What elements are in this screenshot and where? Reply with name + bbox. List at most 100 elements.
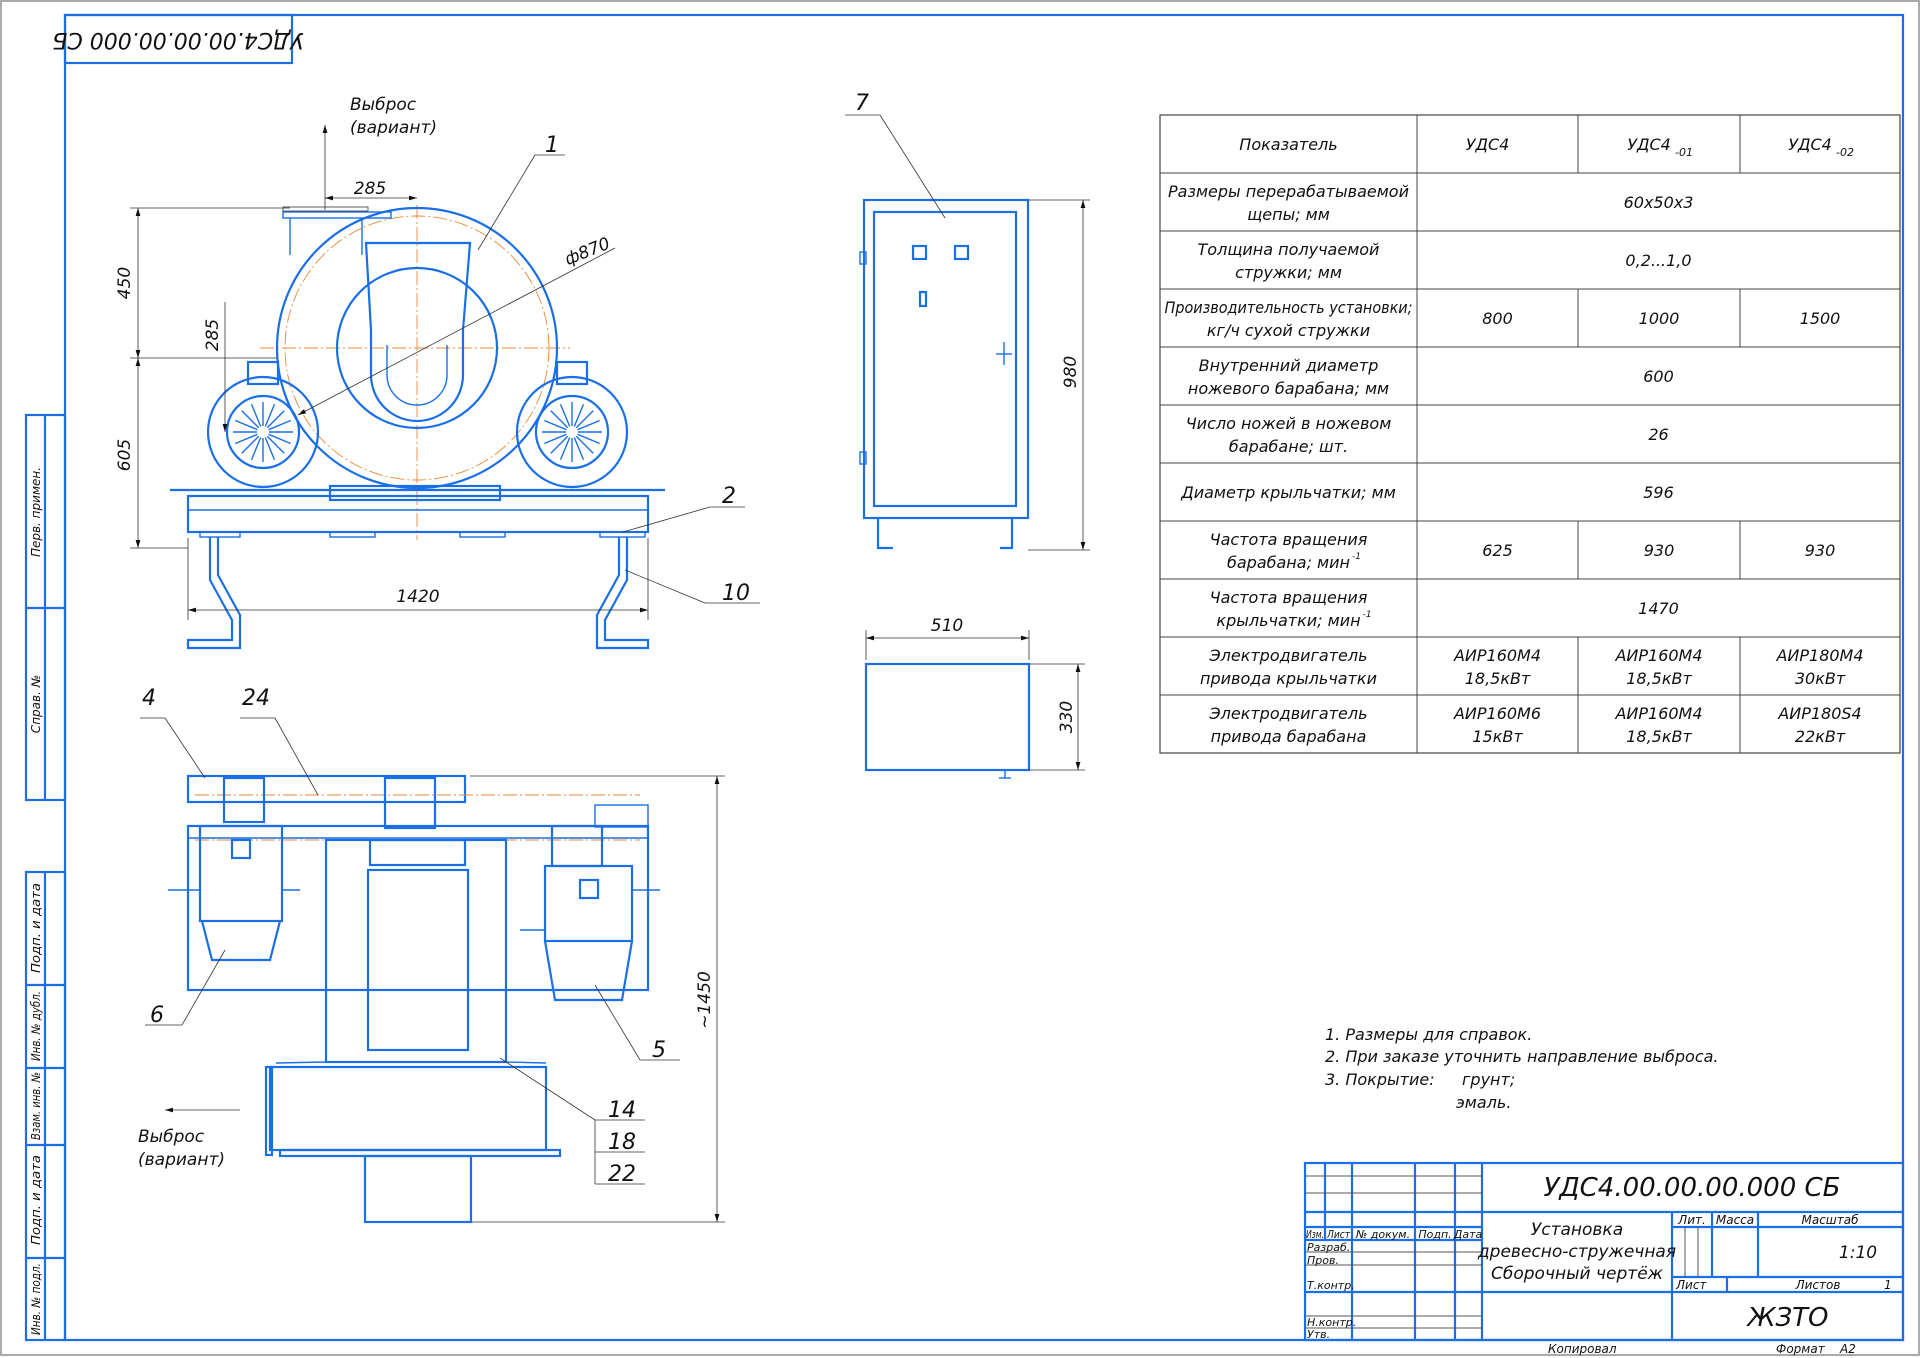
side-strip-label: Инв. № подл.	[29, 1263, 43, 1335]
fan-blade	[577, 419, 600, 431]
row-value: 1000	[1639, 309, 1680, 328]
balloon-label: 1	[545, 133, 559, 158]
lit-label: Лит.	[1677, 1213, 1706, 1227]
table-header: УДС4	[1627, 135, 1671, 154]
row-value: 930	[1805, 541, 1836, 560]
fan-blade	[575, 435, 594, 454]
side-strip-label: Справ. №	[29, 675, 43, 733]
fan-blade	[268, 419, 291, 431]
unit-superscript: -1	[1363, 610, 1372, 620]
feed-hopper	[364, 241, 472, 423]
note-line: 3. Покрытие:	[1325, 1070, 1435, 1089]
drawing-name: Установка	[1531, 1220, 1623, 1240]
fan-blade	[241, 435, 260, 454]
row-label: кг/ч сухой стружки	[1207, 321, 1370, 340]
sheets-label: Листов	[1795, 1278, 1841, 1292]
scale-value: 1:10	[1839, 1243, 1877, 1263]
row-value: АИР160М4	[1614, 646, 1702, 665]
motor-6	[198, 824, 284, 923]
row-label: привода крыльчатки	[1200, 669, 1377, 688]
row-label: Размеры перерабатываемой	[1168, 182, 1409, 201]
row-value: 625	[1482, 541, 1513, 560]
table-header: Показатель	[1239, 135, 1337, 154]
left-fan	[206, 360, 320, 489]
fan-blade	[575, 410, 594, 429]
row-label: щепы; мм	[1247, 205, 1330, 224]
balloon-label: 24	[242, 686, 270, 711]
side-strip-label: Подп. и дата	[29, 883, 43, 973]
left-leg	[186, 537, 242, 650]
balloon-label: 2	[722, 484, 736, 509]
row-label: барабане; шт.	[1229, 437, 1348, 456]
row-label: барабана; мин	[1227, 553, 1350, 572]
right-leg	[595, 537, 650, 650]
row-value: 26	[1648, 425, 1668, 444]
balloon-label: 7	[855, 91, 869, 116]
row-label: Частота вращения	[1210, 588, 1368, 607]
row-value: 18,5кВт	[1626, 669, 1692, 688]
fan-blade	[250, 404, 262, 427]
balloon-label: 10	[722, 581, 750, 606]
side-strip-label: Подп. и дата	[29, 1155, 43, 1245]
stamp-text: УДС4.00.00.00.000 СБ	[52, 27, 303, 52]
fan-blade	[266, 435, 285, 454]
control-cabinet-view: 980 7 510 330	[845, 91, 1090, 779]
drawing-designation: УДС4.00.00.00.000 СБ	[1543, 1173, 1840, 1203]
fan-blade	[266, 410, 285, 429]
sheets-count: 1	[1884, 1278, 1892, 1292]
unit-superscript: -1	[1352, 552, 1361, 562]
diameter-label: ф870	[562, 234, 613, 270]
row-label: Диаметр крыльчатки; мм	[1180, 483, 1396, 502]
row-value: АИР160М6	[1453, 704, 1541, 723]
dimension-label: 285	[354, 179, 386, 199]
row-label: ножевого барабана; мм	[1188, 379, 1389, 398]
title-col-header: Подп.	[1418, 1228, 1451, 1241]
copied-label: Копировал	[1548, 1342, 1617, 1356]
fan-blade	[264, 404, 276, 427]
row-value: 800	[1482, 309, 1513, 328]
row-value: АИР160М4	[1453, 646, 1541, 665]
fan-blade	[241, 410, 260, 429]
technical-notes: 1. Размеры для справок. 2. При заказе ут…	[1325, 1025, 1719, 1112]
row-label: Внутренний диаметр	[1199, 356, 1379, 375]
row-value: 18,5кВт	[1626, 727, 1692, 746]
title-role: Т.контр.	[1307, 1279, 1355, 1292]
scale-label: Масштаб	[1801, 1213, 1859, 1227]
exhaust-outlet	[268, 1065, 548, 1152]
row-label: Толщина получаемой	[1198, 240, 1380, 259]
mass-label: Масса	[1716, 1213, 1754, 1227]
main-motor	[324, 838, 508, 1064]
row-value: 600	[1643, 367, 1674, 386]
title-col-header: Лист	[1326, 1228, 1350, 1241]
row-value: АИР160М4	[1614, 704, 1702, 723]
title-col-header: № докум.	[1355, 1228, 1410, 1241]
row-value: 18,5кВт	[1465, 669, 1531, 688]
ejection-label: (вариант)	[138, 1150, 225, 1170]
fan-blade	[235, 419, 258, 431]
balloon-label: 14	[608, 1098, 636, 1123]
row-label: Электродвигатель	[1208, 704, 1367, 723]
dimension-label: 285	[203, 319, 223, 351]
table-header: УДС4	[1466, 135, 1510, 154]
row-value: АИР180М4	[1775, 646, 1863, 665]
table-header: УДС4	[1788, 135, 1832, 154]
row-label: Число ножей в ножевом	[1186, 414, 1392, 433]
title-role: Пров.	[1307, 1254, 1339, 1267]
ejection-label: Выброс	[138, 1127, 205, 1147]
format-value: А2	[1839, 1342, 1856, 1356]
title-block: УДС4.00.00.00.000 СБ Установка древесно-…	[1303, 1161, 1905, 1356]
balloon-label: 18	[608, 1130, 636, 1155]
row-value: АИР180S4	[1777, 704, 1861, 723]
dimension-label: 980	[1061, 356, 1081, 388]
rotated-designation-stamp: УДС4.00.00.00.000 СБ	[52, 13, 304, 65]
drawing-name: Сборочный чертёж	[1491, 1264, 1664, 1284]
dimension-label: 450	[115, 267, 135, 299]
fan-blade	[559, 437, 571, 460]
fan-blade	[577, 433, 600, 445]
side-strip: Перв. примен. Справ. № Подп. и дата Инв.…	[24, 413, 67, 1342]
fan-blade	[544, 433, 567, 445]
row-value: 30кВт	[1795, 669, 1846, 688]
